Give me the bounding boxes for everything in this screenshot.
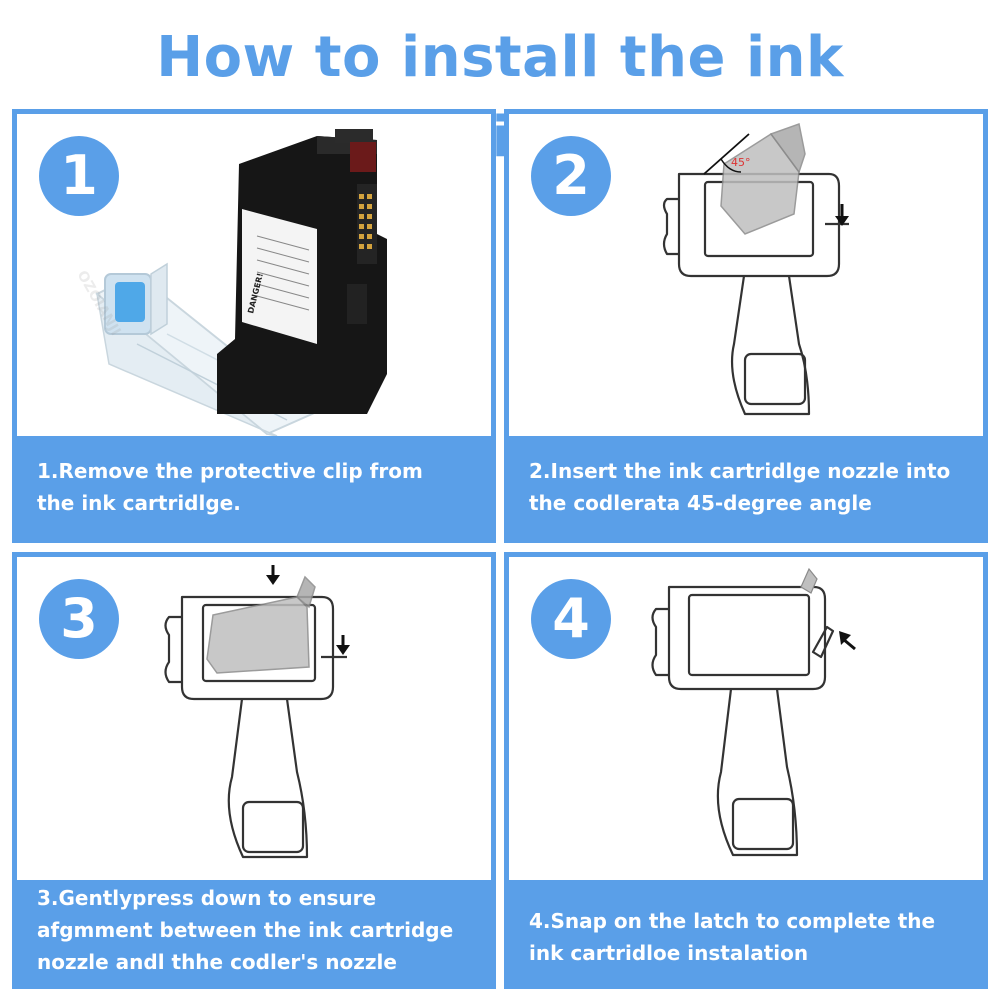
cartridge-and-clip-illustration: DANGER! OZOIANJI [74,129,387,436]
caption-line: the codlerata 45-degree angle [529,491,872,515]
step-number-badge: 4 [531,579,611,659]
seated-cartridge [206,575,316,674]
caption-line: the ink cartridlge. [37,491,241,515]
step-1-panel: DANGER! OZOIANJI 1 1.Remove the protecti… [12,109,496,543]
step-3-panel: 3 3.Gentlypress down to ensure afgmment … [12,552,496,989]
step-number-badge: 2 [531,136,611,216]
step-caption: 3.Gentlypress down to ensure afgmment be… [17,880,491,984]
latch-outline [811,625,835,659]
tilted-cartridge [720,123,806,235]
arrow-down-icon [835,204,849,226]
caption-line: 2.Insert the ink cartridlge nozzle into [529,459,951,483]
printer-press-down-illustration [164,565,350,859]
arrow-down-icon [336,635,350,655]
angle-label: 45° [731,156,751,169]
caption-line: 3.Gentlypress down to ensure [37,886,377,910]
caption-line: 1.Remove the protective clip from [37,459,423,483]
caption-line: nozzle andl thhe codler's nozzle [37,950,397,974]
step-caption: 4.Snap on the latch to complete the ink … [509,880,983,984]
angle-guide-line [703,133,750,175]
printer-battery-outline [743,352,807,406]
printer-handle-outline [731,275,811,416]
step-number-badge: 1 [39,136,119,216]
step-caption: 2.Insert the ink cartridlge nozzle into … [509,436,983,538]
step-4-panel: 4 4.Snap on the latch to complete the in… [504,552,988,989]
printer-body-outline [677,172,841,278]
arrow-left-icon [839,631,856,651]
printer-insert-angle-illustration: 45° [662,123,849,416]
angle-arc [720,158,742,173]
step-caption: 1.Remove the protective clip from the in… [17,436,491,538]
printer-latch-illustration [651,567,856,857]
caption-line: ink cartridloe instalation [529,941,809,965]
arrow-down-icon [266,565,280,585]
step-2-panel: 45° 2 2.Insert the ink cartridlge nozzle… [504,109,988,543]
caption-line: 4.Snap on the latch to complete the [529,909,936,933]
step-number-badge: 3 [39,579,119,659]
printer-left-grip-outline [662,197,679,256]
caption-line: afgmment between the ink cartridge [37,918,454,942]
ink-cartridge: DANGER! [217,129,387,414]
